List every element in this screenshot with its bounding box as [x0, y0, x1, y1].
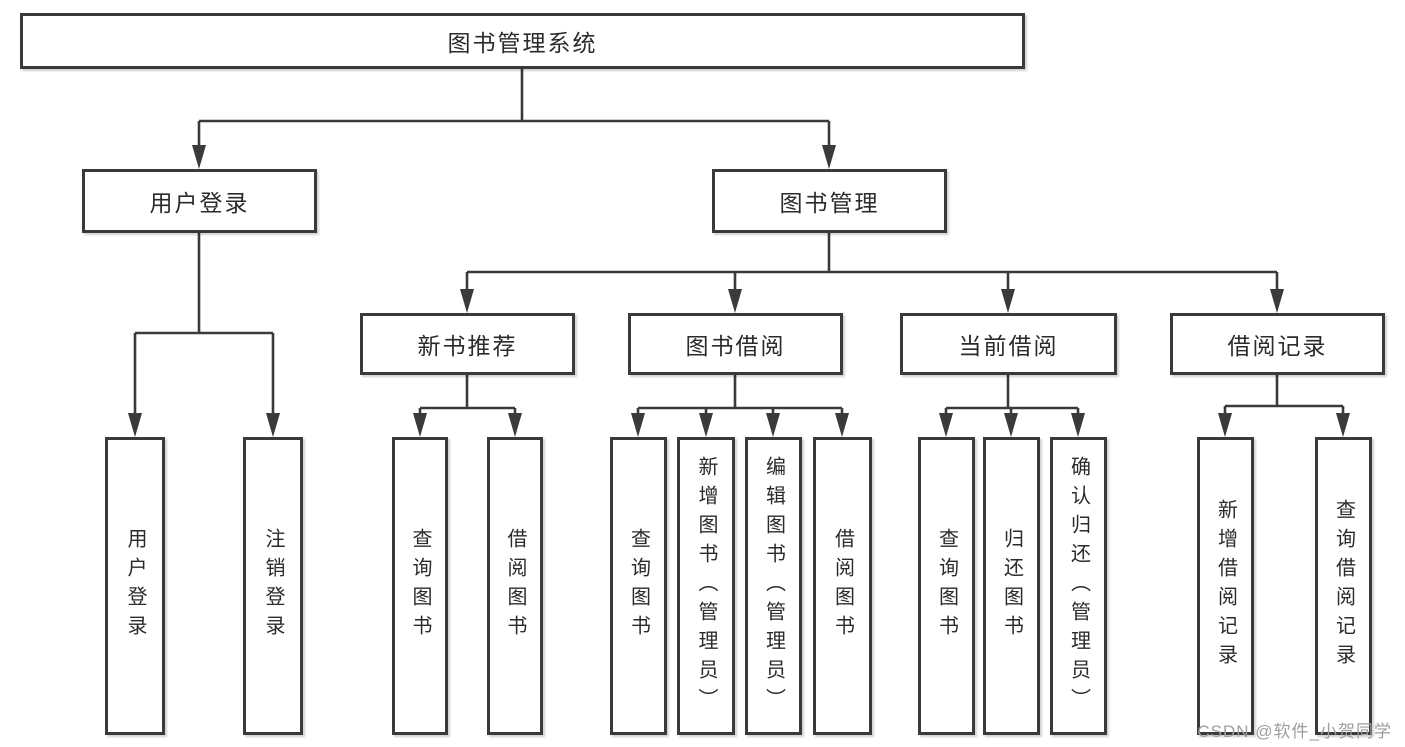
leaf-add-borrow-record: 新增借阅记录 — [1197, 437, 1254, 735]
leaf-query-books-current: 查询图书 — [918, 437, 975, 735]
node-current-borrowing-label: 当前借阅 — [958, 333, 1059, 359]
leaf-query-books-recommend: 查询图书 — [392, 437, 448, 735]
leaf-user-login-label: 用户登录 — [124, 528, 146, 644]
leaf-borrow-books-recommend-label: 借阅图书 — [504, 528, 526, 644]
node-new-book-recommend-label: 新书推荐 — [417, 333, 518, 359]
node-borrowing-records-label: 借阅记录 — [1227, 333, 1328, 359]
root-node-label: 图书管理系统 — [447, 30, 598, 56]
leaf-logout: 注销登录 — [243, 437, 303, 735]
node-current-borrowing: 当前借阅 — [900, 313, 1117, 375]
node-book-borrowing: 图书借阅 — [628, 313, 843, 375]
leaf-confirm-return-admin: 确认归还（管理员） — [1050, 437, 1107, 735]
node-book-management: 图书管理 — [712, 169, 947, 233]
leaf-query-borrow-record: 查询借阅记录 — [1315, 437, 1372, 735]
leaf-edit-books-admin: 编辑图书（管理员） — [745, 437, 802, 735]
leaf-confirm-return-admin-label: 确认归还（管理员） — [1067, 455, 1090, 717]
leaf-query-books-current-label: 查询图书 — [935, 528, 958, 644]
leaf-query-borrow-record-label: 查询借阅记录 — [1332, 499, 1355, 673]
leaf-add-books-admin-label: 新增图书（管理员） — [695, 455, 717, 717]
leaf-add-books-admin: 新增图书（管理员） — [677, 437, 735, 735]
leaf-logout-label: 注销登录 — [262, 528, 284, 644]
leaf-borrow-books-recommend: 借阅图书 — [487, 437, 543, 735]
leaf-add-borrow-record-label: 新增借阅记录 — [1214, 499, 1237, 673]
csdn-watermark: CSDN @软件_小贺同学 — [1197, 722, 1392, 741]
node-book-borrowing-label: 图书借阅 — [685, 333, 786, 359]
leaf-user-login: 用户登录 — [105, 437, 165, 735]
leaf-borrow-books-label: 借阅图书 — [831, 528, 854, 644]
node-new-book-recommend: 新书推荐 — [360, 313, 575, 375]
leaf-query-books-borrow-label: 查询图书 — [627, 528, 650, 644]
root-node-library-system: 图书管理系统 — [20, 13, 1025, 69]
leaf-query-books-borrow: 查询图书 — [610, 437, 667, 735]
node-user-login: 用户登录 — [82, 169, 317, 233]
node-user-login-label: 用户登录 — [149, 190, 250, 216]
leaf-borrow-books: 借阅图书 — [813, 437, 872, 735]
leaf-edit-books-admin-label: 编辑图书（管理员） — [762, 455, 785, 717]
leaf-return-books-label: 归还图书 — [1000, 528, 1023, 644]
leaf-return-books: 归还图书 — [983, 437, 1040, 735]
node-book-management-label: 图书管理 — [779, 190, 880, 216]
node-borrowing-records: 借阅记录 — [1170, 313, 1385, 375]
leaf-query-books-recommend-label: 查询图书 — [409, 528, 431, 644]
